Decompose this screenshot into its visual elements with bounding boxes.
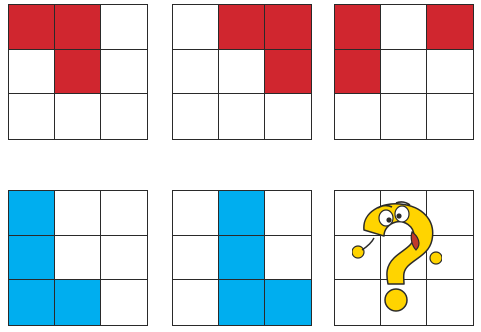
empty-cell	[381, 5, 427, 50]
mascot-right-eye	[395, 206, 409, 222]
filled-cell	[265, 50, 311, 95]
filled-cell	[427, 5, 473, 50]
filled-cell	[9, 5, 55, 50]
filled-cell	[9, 280, 55, 325]
filled-cell	[265, 5, 311, 50]
empty-cell	[101, 236, 147, 281]
empty-cell	[219, 50, 265, 95]
filled-cell	[335, 50, 381, 95]
mascot-left-eye	[379, 210, 393, 226]
empty-cell	[9, 94, 55, 139]
filled-cell	[335, 5, 381, 50]
grid-bottom-1	[8, 190, 148, 326]
empty-cell	[101, 50, 147, 95]
mascot-right-hand	[430, 252, 442, 264]
empty-cell	[381, 94, 427, 139]
filled-cell	[9, 191, 55, 236]
empty-cell	[219, 94, 265, 139]
grid-top-2	[172, 4, 312, 140]
empty-cell	[265, 94, 311, 139]
question-mark-dot	[385, 289, 407, 311]
filled-cell	[265, 280, 311, 325]
empty-cell	[101, 5, 147, 50]
empty-cell	[427, 94, 473, 139]
empty-cell	[427, 50, 473, 95]
empty-cell	[265, 191, 311, 236]
filled-cell	[9, 236, 55, 281]
filled-cell	[219, 191, 265, 236]
empty-cell	[173, 94, 219, 139]
empty-cell	[173, 50, 219, 95]
empty-cell	[101, 280, 147, 325]
grid-top-3	[334, 4, 474, 140]
filled-cell	[55, 5, 101, 50]
empty-cell	[173, 5, 219, 50]
mascot-left-arm	[362, 238, 374, 250]
empty-cell	[9, 50, 55, 95]
empty-cell	[335, 94, 381, 139]
grid-top-1	[8, 4, 148, 140]
question-mark-mascot-icon	[352, 200, 442, 314]
empty-cell	[55, 94, 101, 139]
empty-cell	[381, 50, 427, 95]
empty-cell	[55, 236, 101, 281]
empty-cell	[265, 236, 311, 281]
grid-bottom-2	[172, 190, 312, 326]
empty-cell	[173, 191, 219, 236]
filled-cell	[219, 236, 265, 281]
empty-cell	[101, 191, 147, 236]
filled-cell	[55, 50, 101, 95]
empty-cell	[55, 191, 101, 236]
filled-cell	[219, 5, 265, 50]
empty-cell	[101, 94, 147, 139]
mascot-left-hand	[352, 246, 364, 258]
empty-cell	[173, 236, 219, 281]
filled-cell	[219, 280, 265, 325]
empty-cell	[173, 280, 219, 325]
filled-cell	[55, 280, 101, 325]
